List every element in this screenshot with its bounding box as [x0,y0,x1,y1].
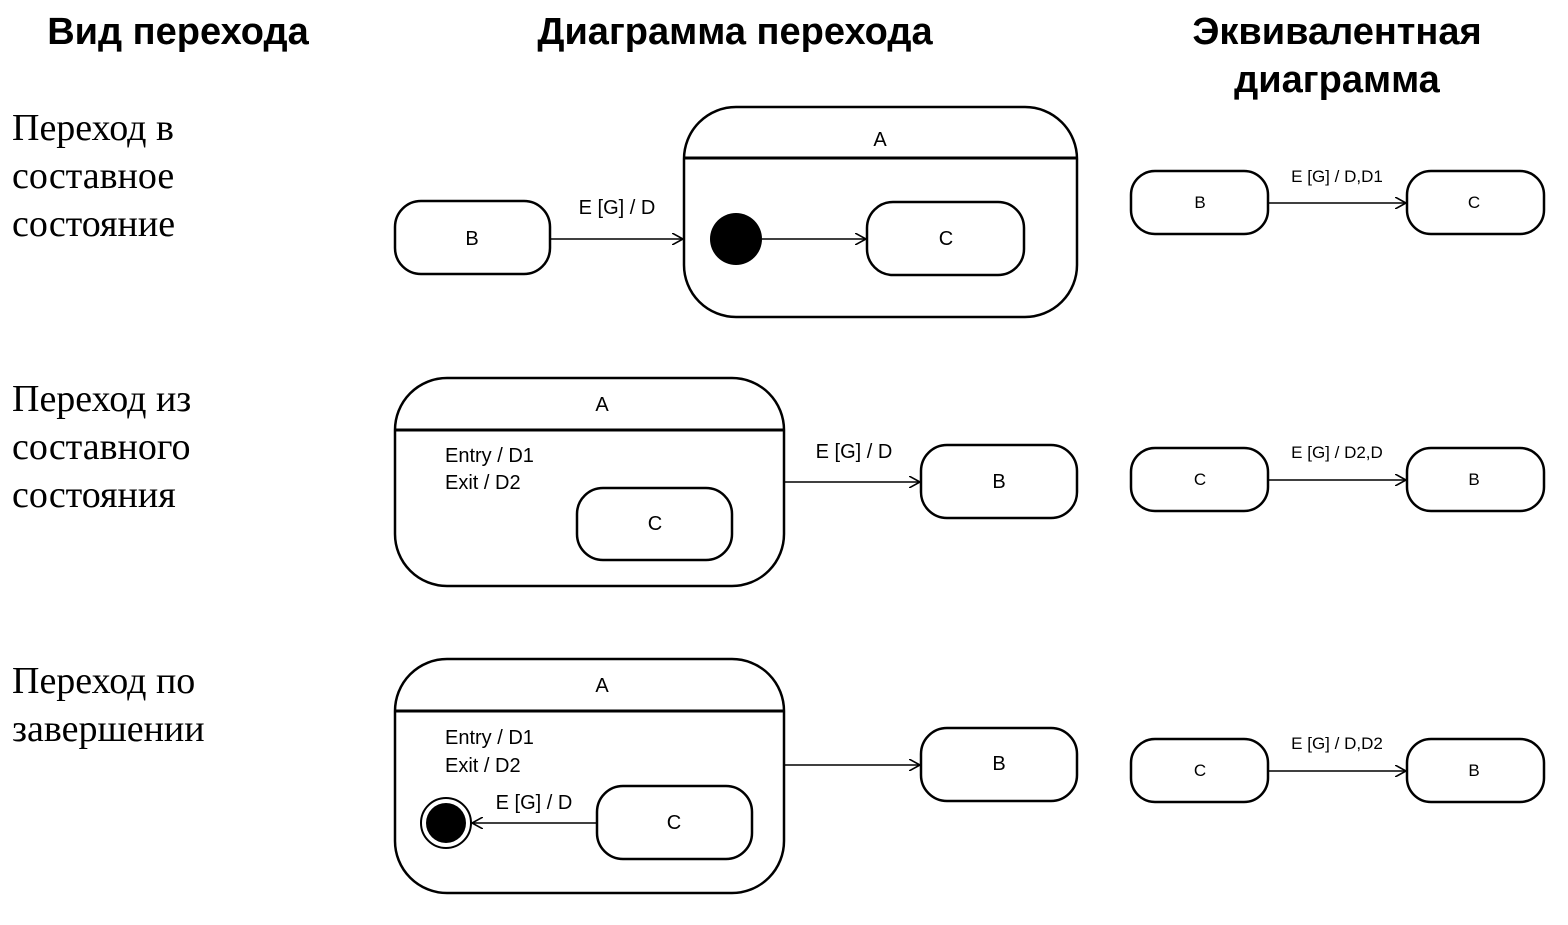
row2-diagram: A Entry / D1 Exit / D2 C E [G] / D B [393,376,1079,588]
row1-state-c-label: C [939,228,953,250]
row1-eq-state-c-label: C [1468,193,1480,212]
row2-state-c [575,486,734,562]
row3-composite-a-label: A [595,675,609,697]
row3-state-b [919,726,1079,803]
row2-eq-label: E [G] / D2,D [1291,443,1383,462]
header-equivalent-diagram-line1: Эквивалентная [1192,11,1481,53]
row2-state-b-label: B [992,471,1005,493]
row1-eq-state-c [1405,169,1546,236]
row3-inner-transition-label: E [G] / D [496,792,573,814]
row3-eq-state-b-label: B [1468,761,1479,780]
header-transition-diagram: Диаграмма перехода [537,11,933,53]
row1-composite-a-label: A [873,129,887,151]
row3-entry-action: Entry / D1 [445,727,534,749]
row2-eq-state-b-label: B [1468,470,1479,489]
row2-label-line3: состояния [12,474,176,516]
row1-transition-label: E [G] / D [579,197,656,219]
header-equivalent-diagram-line2: диаграмма [1234,59,1441,101]
row3-label-line2: завершении [12,708,205,750]
row2-transition-label: E [G] / D [816,441,893,463]
row3-state-b-label: B [992,753,1005,775]
row2-eq-state-c-label: C [1194,470,1206,489]
row2-label-line1: Переход из [12,378,191,420]
row1-initial-pseudostate [710,213,762,265]
row2-composite-a-label: A [595,394,609,416]
row3-exit-action: Exit / D2 [445,755,521,777]
row2-state-b [919,443,1079,520]
header-transition-kind: Вид перехода [47,11,309,53]
row1-state-b [393,199,552,276]
row1-eq-state-b-label: B [1194,193,1205,212]
row1-equivalent: B E [G] / D,D1 C [1129,167,1546,236]
row1-state-c [865,200,1026,277]
row3-state-c-label: C [667,812,681,834]
row1-label-line2: составное [12,155,174,197]
row3-eq-state-c-label: C [1194,761,1206,780]
row1-diagram: B E [G] / D A C [393,105,1079,319]
row2-exit-action: Exit / D2 [445,472,521,494]
row2-state-c-label: C [648,513,662,535]
row3-diagram: A Entry / D1 Exit / D2 E [G] / D C B [393,657,1079,895]
row3-equivalent: C E [G] / D,D2 B [1129,734,1546,804]
row2-entry-action: Entry / D1 [445,445,534,467]
row1-label-line1: Переход в [12,107,174,149]
row2-equivalent: C E [G] / D2,D B [1129,443,1546,513]
row3-state-c [595,784,754,861]
row2-label-line2: составного [12,426,191,468]
row2-eq-state-b [1405,446,1546,513]
row1-state-b-label: B [465,228,478,250]
row3-eq-label: E [G] / D,D2 [1291,734,1383,753]
row1-eq-label: E [G] / D,D1 [1291,167,1383,186]
row3-eq-state-b [1405,737,1546,804]
row1-label-line3: состояние [12,203,175,245]
row3-label-line1: Переход по [12,660,195,702]
row3-final-state-dot [426,803,466,843]
